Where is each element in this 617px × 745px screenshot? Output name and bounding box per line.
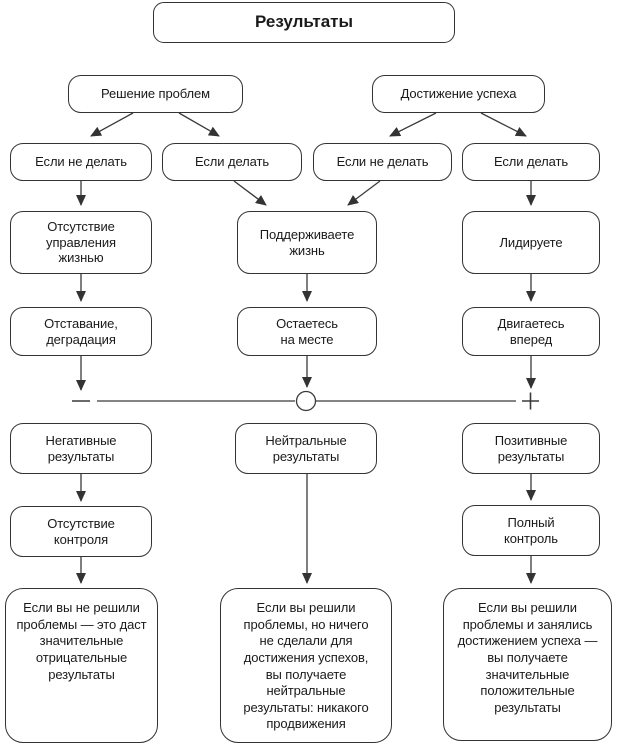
arrow-c2-to-s2	[233, 180, 267, 206]
node-problems-if-not-do: Если не делать	[10, 143, 152, 181]
node-leading: Лидируете	[462, 211, 600, 274]
node-no-life-management: Отсутствие управления жизнью	[10, 211, 152, 274]
node-problem-solving: Решение проблем	[68, 75, 243, 113]
node-full-control: Полный контроль	[462, 505, 600, 556]
arrow-c3-to-s2	[347, 180, 381, 206]
node-success-if-not-do: Если не делать	[313, 143, 452, 181]
node-no-control: Отсутствие контроля	[10, 506, 152, 557]
node-lagging-degradation: Отставание, деградация	[10, 307, 152, 356]
arrow-success-to-notdo	[389, 112, 437, 137]
node-success-achievement: Достижение успеха	[372, 75, 545, 113]
node-positive-outcome: Если вы решили проблемы и занялись дости…	[443, 588, 612, 741]
node-move-forward: Двигаетесь вперед	[462, 307, 600, 356]
node-neutral-outcome: Если вы решили проблемы, но ничего не сд…	[220, 588, 392, 743]
arrow-problems-to-notdo	[90, 112, 134, 137]
node-problems-if-do: Если делать	[162, 143, 302, 181]
node-neutral-results: Нейтральные результаты	[235, 423, 377, 474]
node-success-if-do: Если делать	[462, 143, 600, 181]
node-stay-in-place: Остаетесь на месте	[237, 307, 377, 356]
node-negative-outcome: Если вы не решили проблемы — это даст зн…	[5, 588, 158, 743]
axis-neutral-circle	[295, 390, 317, 412]
title-box: Результаты	[153, 2, 455, 43]
arrow-success-to-do	[480, 112, 527, 137]
arrow-problems-to-do	[178, 112, 220, 137]
node-positive-results: Позитивные результаты	[462, 423, 600, 474]
node-negative-results: Негативные результаты	[10, 423, 152, 474]
node-maintain-life: Поддерживаете жизнь	[237, 211, 377, 274]
